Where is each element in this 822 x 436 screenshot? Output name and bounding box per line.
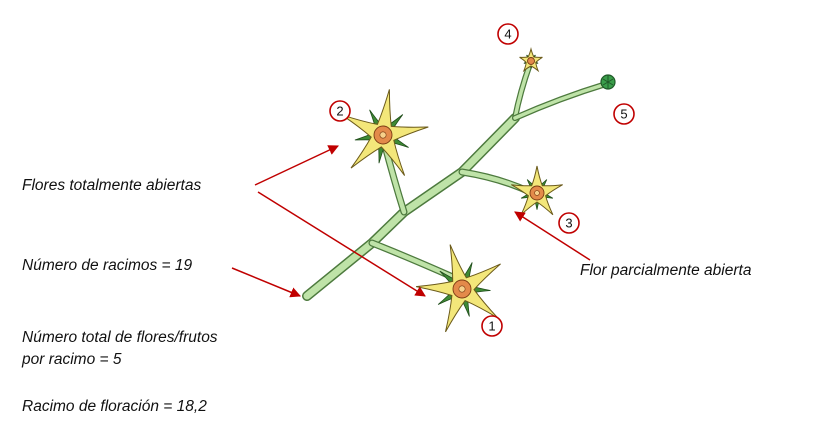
stem-group <box>302 61 609 301</box>
marker-2-label: 2 <box>336 104 343 119</box>
flower-bud-5 <box>600 74 616 90</box>
marker-4-label: 4 <box>504 27 511 42</box>
label-racimo-de-floracion: Racimo de floración = 18,2 <box>22 398 207 415</box>
flower-4 <box>519 47 543 73</box>
label-flowers-per-racimo-line2: por racimo = 5 <box>22 351 122 368</box>
marker-5: 5 <box>613 103 635 125</box>
flower-1-pistil <box>458 285 466 293</box>
arrow-partial-to-flower-3 <box>514 211 591 261</box>
flower-2-pistil <box>379 131 387 139</box>
arrow-fully-open-to-flower-2 <box>254 145 339 186</box>
flower-3-pistil <box>534 190 540 196</box>
label-flowers-per-racimo-line1: Número total de flores/frutos <box>22 329 218 346</box>
marker-4: 4 <box>497 23 519 45</box>
marker-1: 1 <box>481 315 503 337</box>
arrow-racimos-to-stem <box>231 267 301 298</box>
marker-3: 3 <box>558 212 580 234</box>
label-partially-open-flower: Flor parcialmente abierta <box>580 262 752 279</box>
label-fully-open-flowers: Flores totalmente abiertas <box>22 177 202 194</box>
arrow-group <box>231 145 591 298</box>
flower-1 <box>416 244 501 333</box>
marker-3-label: 3 <box>565 216 572 231</box>
flower-2 <box>341 89 429 176</box>
marker-2: 2 <box>329 100 351 122</box>
marker-5-label: 5 <box>620 107 627 122</box>
label-number-of-racimos: Número de racimos = 19 <box>22 257 193 274</box>
arrow-fully-open-to-flower-1 <box>257 191 426 297</box>
flower-3 <box>511 165 563 216</box>
flower-group <box>341 47 563 333</box>
marker-1-label: 1 <box>488 319 495 334</box>
flower-4-center <box>527 57 535 65</box>
